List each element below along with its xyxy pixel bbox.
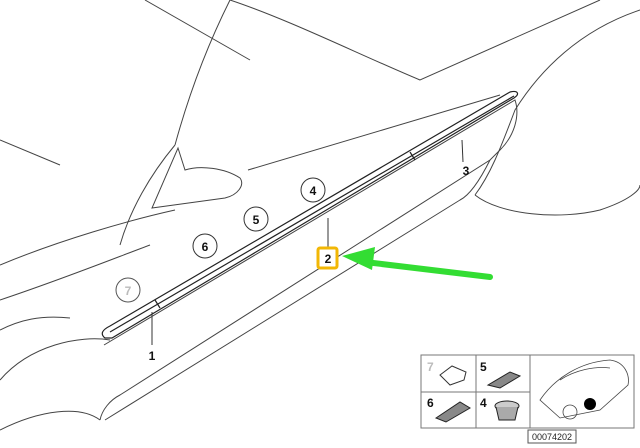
svg-text:5: 5 [253,213,260,227]
car-outline [0,0,640,431]
svg-text:1: 1 [149,349,156,363]
callout-1[interactable]: 1 [149,349,156,363]
green-arrow [342,247,493,280]
inset-panel: 7 5 6 4 [420,354,635,429]
clip-7-drawing [439,365,467,386]
callout-6[interactable]: 6 [192,233,218,259]
callout-7[interactable]: 7 [115,277,141,303]
svg-text:2: 2 [325,252,332,266]
car-thumbnail [539,359,629,420]
clip-6-drawing [434,401,471,423]
inset-label-5: 5 [480,360,487,374]
svg-text:6: 6 [202,240,209,254]
location-marker [584,398,596,410]
inset-label-6: 6 [427,396,434,410]
svg-text:3: 3 [463,164,470,178]
callout-5[interactable]: 5 [243,206,269,232]
inset-label-4: 4 [480,396,487,410]
inset-label-7: 7 [427,360,434,374]
clip-5-drawing [486,371,522,389]
svg-text:00074202: 00074202 [532,432,572,442]
leader-lines [151,139,464,345]
callout-4[interactable]: 4 [300,177,326,203]
svg-text:4: 4 [310,184,317,198]
callout-3[interactable]: 3 [463,164,470,178]
svg-text:7: 7 [125,284,132,298]
callout-2-highlighted[interactable]: 2 [316,246,339,270]
image-id-box: 00074202 [527,429,577,444]
side-molding-strip [101,90,519,339]
